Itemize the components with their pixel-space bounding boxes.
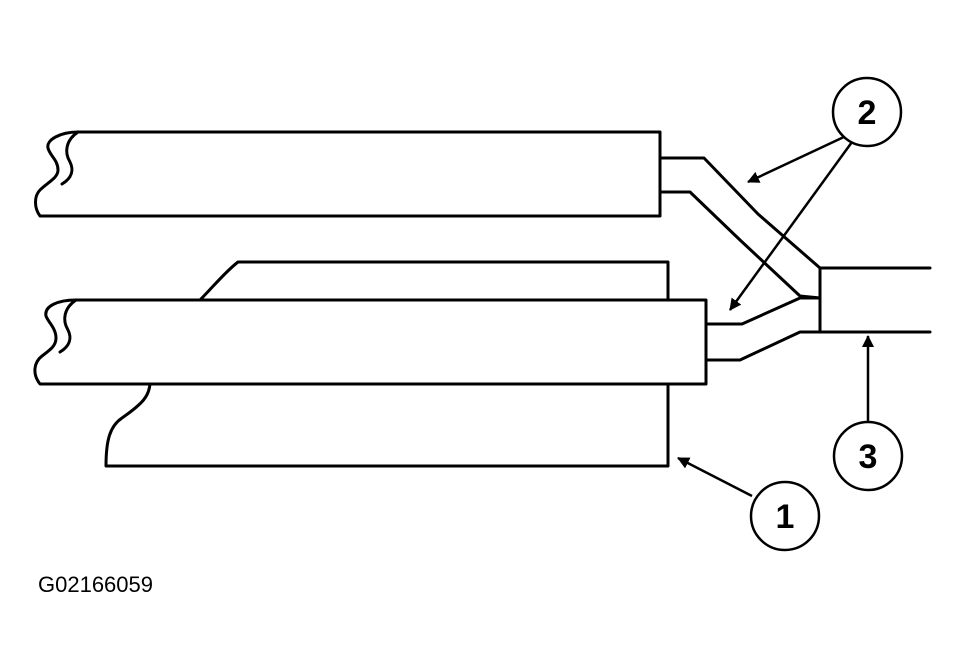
lower-wire-bundle	[33, 298, 708, 386]
lower-wire-lead-top	[704, 296, 822, 326]
lower-wire-lead-bottom	[704, 330, 822, 362]
callout-3: 3	[832, 420, 904, 492]
callout-2-leader-lower	[728, 141, 854, 311]
figure-id: G02166059	[38, 572, 153, 597]
upper-wire-end-curl	[60, 130, 80, 186]
callout-2-label: 2	[858, 94, 877, 132]
callout-2-leader-upper	[747, 134, 847, 184]
callout-3-label: 3	[859, 438, 878, 476]
splice-output-wire	[818, 266, 932, 334]
upper-wire-bundle	[34, 130, 662, 218]
upper-wire-lead-top	[658, 156, 822, 270]
callout-1-leader	[677, 456, 753, 498]
lower-wire-end-curl	[58, 298, 78, 354]
callout-1: 1	[749, 480, 821, 552]
callout-2: 2	[831, 76, 903, 148]
upper-wire-lead-bottom	[658, 190, 822, 300]
callout-1-label: 1	[776, 498, 795, 536]
